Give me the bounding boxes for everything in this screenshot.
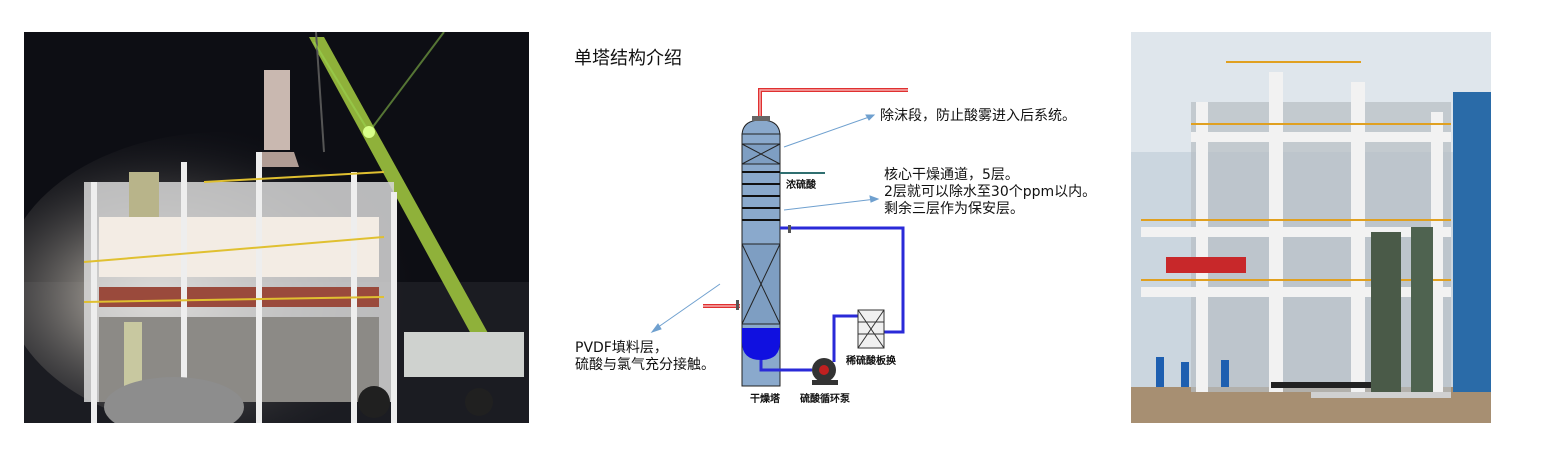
pump-suction-pipe: [759, 360, 812, 372]
photo-daytime-structure: [1131, 32, 1491, 423]
label-circ-pump: 硫酸循环泵: [800, 392, 851, 405]
annotation-pvdf-line1: PVDF填料层，: [575, 340, 668, 356]
return-acid-pipe: [780, 226, 905, 334]
day-plant-illustration: [1131, 32, 1491, 423]
annotation-core-line2: 2层就可以除水至30个ppm以内。: [884, 184, 1097, 200]
drying-tower-diagram: 浓硫酸 稀硫酸板换 干燥塔 硫酸循环泵: [560, 32, 1120, 423]
annotation-pvdf-line2: 硫酸与氯气充分接触。: [575, 357, 715, 373]
pipe-flanges: [736, 225, 791, 310]
demister-section: [741, 143, 781, 165]
photo-night-construction: [24, 32, 529, 423]
tower-top-flange: [752, 116, 770, 121]
night-plant-illustration: [24, 32, 529, 423]
gas-outlet-pipe-highlight: [759, 89, 908, 116]
label-dilute-plate: 稀硫酸板换: [846, 354, 897, 367]
drying-trays: [742, 171, 780, 221]
annotation-core-line3: 剩余三层作为保安层。: [884, 201, 1024, 217]
pump-base: [812, 380, 838, 385]
pump-discharge-pipe: [832, 314, 858, 362]
annotation-core-line1: 核心干燥通道，5层。: [884, 167, 1019, 183]
leader-lines: [650, 114, 880, 333]
label-conc-acid: 浓硫酸: [786, 178, 817, 191]
annotation-demister: 除沫段，防止酸雾进入后系统。: [880, 108, 1076, 124]
pvdf-packing-section: [741, 243, 781, 325]
diagram-title: 单塔结构介绍: [574, 48, 682, 69]
label-drying-tower: 干燥塔: [750, 392, 781, 405]
pump-motor-dot: [819, 365, 829, 375]
annotation-core-channel: 核心干燥通道，5层。 2层就可以除水至30个ppm以内。 剩余三层作为保安层。: [884, 167, 1096, 218]
plate-heat-exchanger: [857, 309, 885, 349]
tower-liquid: [742, 328, 780, 360]
annotation-pvdf: PVDF填料层， 硫酸与氯气充分接触。: [575, 340, 715, 374]
